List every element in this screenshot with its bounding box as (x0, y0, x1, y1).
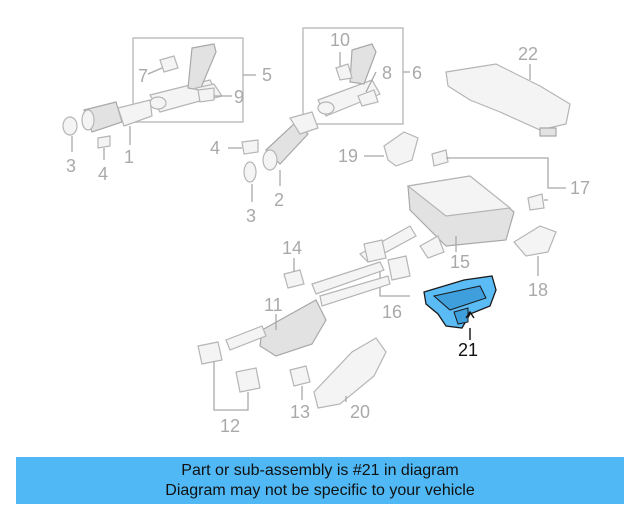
callout-14: 14 (282, 238, 302, 258)
heat-shield-20 (313, 337, 387, 409)
banner-line-2: Diagram may not be specific to your vehi… (165, 481, 475, 499)
bracket-17b (527, 193, 545, 211)
bracket-13 (289, 365, 311, 387)
callout-3a: 3 (66, 156, 76, 176)
clamp-16b (387, 255, 411, 281)
info-banner: Part or sub-assembly is #21 in diagram D… (16, 457, 624, 504)
gasket-3a (62, 116, 78, 136)
callout-22: 22 (518, 44, 538, 64)
assembly-box-5 (132, 37, 244, 123)
callout-1: 1 (124, 147, 134, 167)
heat-shield-21 (423, 275, 497, 329)
tailpipe-18 (513, 225, 557, 257)
callout-10: 10 (330, 30, 350, 50)
bracket-8 (357, 89, 379, 107)
callout-5: 5 (262, 65, 272, 85)
assembly-box-6 (302, 27, 404, 125)
hanger-19 (383, 131, 419, 167)
callout-17: 17 (570, 178, 590, 198)
callout-8: 8 (382, 63, 392, 83)
bracket-4a (97, 135, 111, 149)
heat-shield-22 (445, 63, 571, 131)
clamp-12b (235, 367, 261, 393)
part-2 (262, 111, 319, 171)
callout-6: 6 (412, 63, 422, 83)
banner-line-1: Part or sub-assembly is #21 in diagram (181, 461, 459, 479)
gasket-3b (243, 161, 257, 183)
bracket-9 (197, 87, 215, 103)
hanger-14 (283, 269, 305, 289)
callout-16: 16 (382, 302, 402, 322)
converter-5 (149, 43, 223, 113)
callout-4b: 4 (210, 138, 220, 158)
callout-15: 15 (450, 252, 470, 272)
callout-20: 20 (350, 402, 370, 422)
clamp-12a (197, 341, 223, 365)
callout-4a: 4 (98, 164, 108, 184)
bracket-17a (431, 149, 449, 167)
callout-18: 18 (528, 280, 548, 300)
callout-9: 9 (234, 87, 244, 107)
callout-13: 13 (290, 402, 310, 422)
bracket-4b (241, 139, 259, 155)
clamp-16a (363, 239, 387, 263)
pipe-11 (225, 261, 391, 357)
callout-3b: 3 (246, 206, 256, 226)
callout-2: 2 (274, 190, 284, 210)
callout-21: 21 (458, 340, 478, 360)
callout-12: 12 (220, 416, 240, 436)
clamp-7 (159, 55, 179, 73)
callout-11: 11 (264, 295, 283, 315)
part-1 (81, 99, 153, 133)
callout-19: 19 (338, 146, 358, 166)
converter-6 (317, 43, 381, 117)
callout-7: 7 (138, 66, 148, 86)
